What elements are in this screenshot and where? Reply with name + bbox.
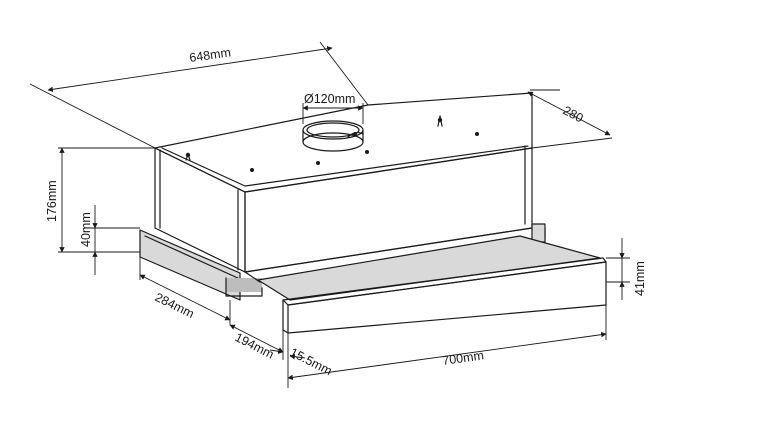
label-700: 700mm bbox=[441, 348, 484, 368]
label-15-5: 15.5mm bbox=[288, 345, 335, 378]
mounting-holes bbox=[185, 115, 479, 172]
left-rail bbox=[139, 229, 241, 301]
top-rim bbox=[161, 145, 529, 187]
label-120: Ø120mm bbox=[304, 92, 355, 106]
label-648: 648mm bbox=[188, 45, 231, 65]
label-194: 194mm bbox=[233, 330, 276, 361]
duct-collar bbox=[302, 120, 364, 152]
label-280: 280 bbox=[561, 103, 586, 125]
label-41: 41mm bbox=[633, 261, 647, 296]
label-284: 284mm bbox=[153, 290, 197, 321]
dim-194 bbox=[229, 324, 284, 353]
dimensions bbox=[29, 41, 630, 388]
dim-648 bbox=[47, 46, 333, 92]
dim-280 bbox=[527, 91, 611, 136]
dim-284 bbox=[139, 274, 231, 321]
dim-700 bbox=[287, 331, 607, 381]
label-40: 40mm bbox=[79, 212, 93, 247]
label-176: 176mm bbox=[45, 180, 59, 222]
